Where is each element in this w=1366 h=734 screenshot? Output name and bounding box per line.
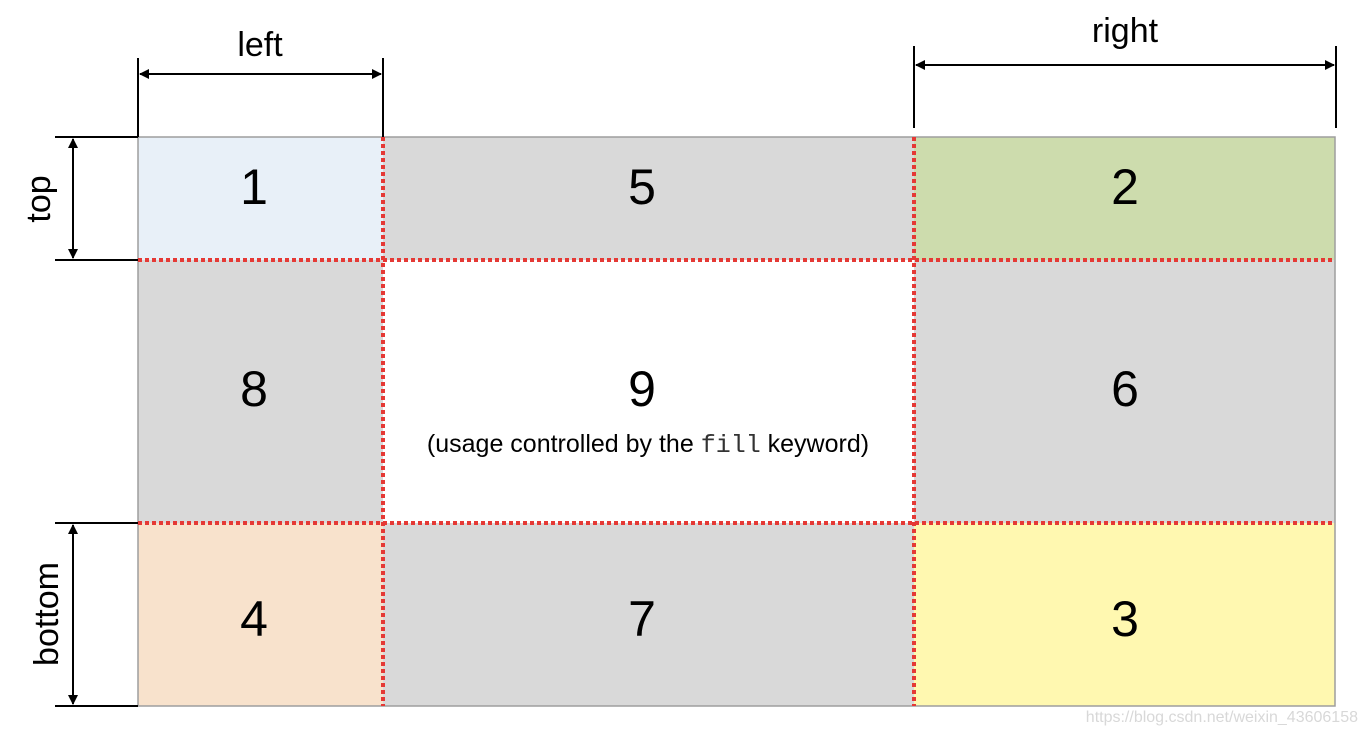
region-6 [914, 260, 1335, 523]
region-9 [383, 260, 914, 523]
center-note: (usage controlled by the fill keyword) [427, 430, 869, 460]
bottom-label: bottom [28, 562, 66, 666]
region-4 [138, 523, 383, 706]
region-1 [138, 137, 383, 260]
watermark: https://blog.csdn.net/weixin_43606158 [1086, 709, 1358, 726]
top-dimension [55, 136, 138, 261]
region-label-5: 5 [628, 159, 656, 215]
bottom-dimension [55, 522, 138, 707]
right-dimension [913, 46, 1337, 128]
region-label-2: 2 [1111, 159, 1139, 215]
region-label-7: 7 [628, 591, 656, 647]
region-label-8: 8 [240, 361, 268, 417]
region-label-9: 9 [628, 361, 656, 417]
left-dimension [137, 58, 384, 137]
region-label-3: 3 [1111, 591, 1139, 647]
region-3 [914, 523, 1335, 706]
region-8 [138, 260, 383, 523]
slice-lines [138, 137, 1335, 706]
center-note-after: keyword) [761, 430, 869, 458]
fill-keyword: fill [701, 431, 761, 460]
region-7 [383, 523, 914, 706]
region-label-1: 1 [240, 159, 268, 215]
region-label-6: 6 [1111, 361, 1139, 417]
top-label: top [20, 175, 58, 222]
region-5 [383, 137, 914, 260]
outer-border [137, 136, 1336, 707]
region-label-4: 4 [240, 591, 268, 647]
left-label: left [237, 26, 283, 64]
center-note-before: (usage controlled by the [427, 430, 701, 458]
right-label: right [1092, 12, 1159, 50]
region-2 [914, 137, 1335, 260]
